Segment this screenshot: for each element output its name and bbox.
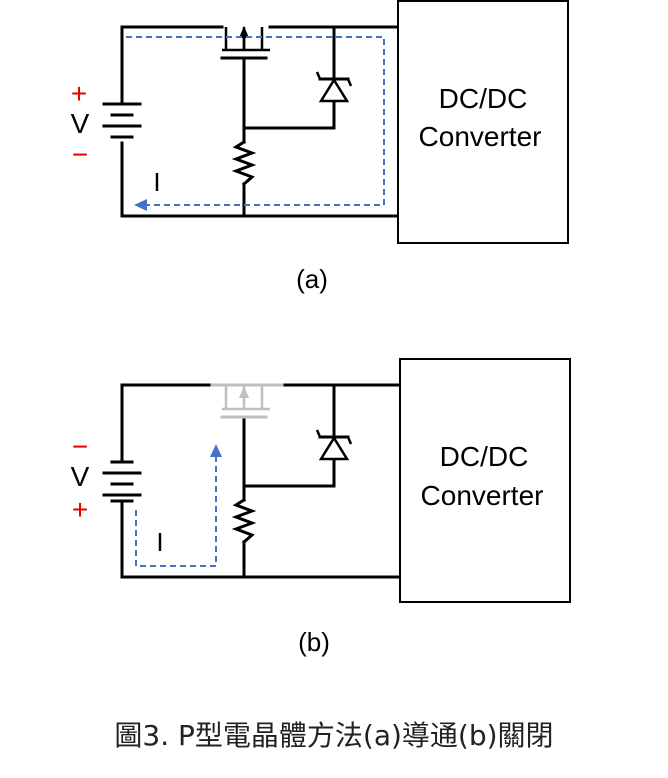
circuit-a: DC/DC Converter + V − I (a) xyxy=(71,0,569,294)
current-label-a: I xyxy=(153,167,160,197)
battery-b xyxy=(102,460,142,503)
polarity-plus-b: + xyxy=(72,494,88,525)
subfigure-label-b: (b) xyxy=(298,627,330,657)
resistor-a xyxy=(231,139,257,187)
current-path-b xyxy=(135,456,217,567)
current-arrowhead-b xyxy=(210,444,222,457)
zener-diode-a xyxy=(315,71,353,103)
battery-a xyxy=(102,102,142,139)
current-arrowhead-a xyxy=(134,199,147,211)
converter-label-a-line1: DC/DC xyxy=(439,83,528,114)
polarity-minus-b: − xyxy=(72,431,88,462)
converter-label-a-line2: Converter xyxy=(419,121,542,152)
converter-label-b-line2: Converter xyxy=(421,480,544,511)
p-mosfet-b xyxy=(210,383,284,419)
subfigure-label-a: (a) xyxy=(296,264,328,294)
wire-node-a xyxy=(242,101,336,130)
current-path-a xyxy=(126,36,385,206)
dc-dc-converter-a xyxy=(397,0,569,244)
wire-node-b xyxy=(242,459,336,488)
voltage-label-b: V xyxy=(71,461,90,492)
p-mosfet-a xyxy=(220,26,270,60)
converter-label-b-line1: DC/DC xyxy=(440,441,529,472)
zener-diode-b xyxy=(315,429,353,461)
dc-dc-converter-b xyxy=(399,358,571,603)
resistor-b xyxy=(231,497,257,545)
current-label-b: I xyxy=(156,527,163,557)
polarity-minus-a: − xyxy=(72,139,88,170)
polarity-plus-a: + xyxy=(71,78,87,109)
figure-caption: 圖3. P型電晶體方法(a)導通(b)關閉 xyxy=(114,719,554,752)
circuit-b: DC/DC Converter − V + I (b) xyxy=(71,358,571,657)
voltage-label-a: V xyxy=(71,108,90,139)
